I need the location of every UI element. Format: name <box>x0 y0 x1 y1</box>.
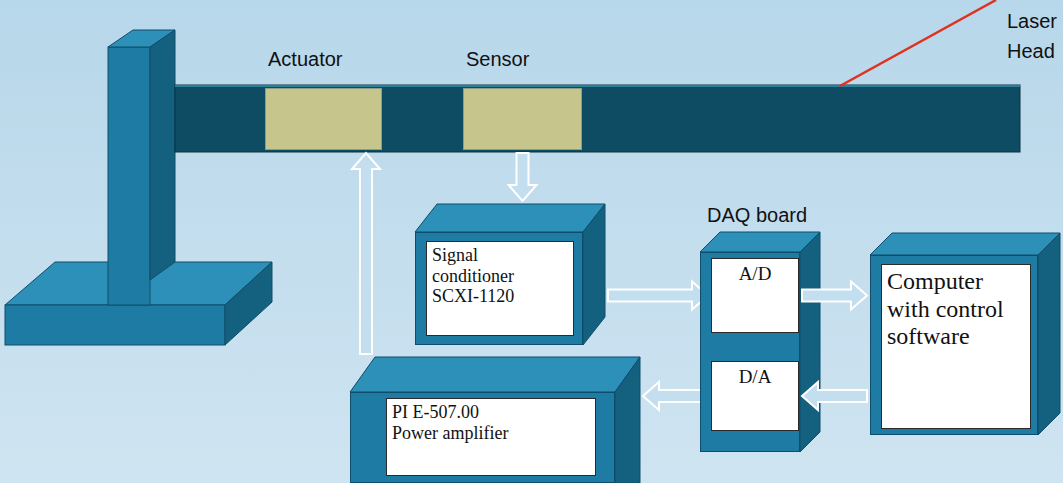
box-label: PI E-507.00 Power amplifier <box>392 402 517 443</box>
box-top-face <box>350 357 640 392</box>
signal-arrow <box>608 282 708 310</box>
signal-arrow <box>643 382 708 410</box>
box-side-face <box>800 232 820 452</box>
box-side-face <box>583 204 605 345</box>
actuator-patch: Actuator <box>265 88 382 150</box>
stand-base-front <box>5 305 225 345</box>
box-top-face <box>870 233 1060 255</box>
signal-arrow <box>802 382 867 410</box>
sensor-patch: Sensor <box>463 88 582 150</box>
converter-box: D/A <box>711 361 799 431</box>
laser-beam <box>840 0 996 86</box>
box-label: A/D <box>714 263 796 285</box>
box-top-face <box>415 204 605 232</box>
signal-arrow <box>352 153 380 354</box>
signal-conditioner-box: Signal conditioner SCXI-1120 <box>415 232 583 345</box>
signal-arrow <box>802 282 867 310</box>
box-side-face <box>615 357 640 483</box>
label-panel: Signal conditioner SCXI-1120 <box>426 241 574 336</box>
box-label: Computer with control software <box>887 268 1005 351</box>
signal-arrow <box>509 153 537 201</box>
box-side-face <box>1038 233 1060 435</box>
instrument-label: Laser Head <box>1007 6 1057 66</box>
daq-board-box: DAQ boardA/DD/A <box>700 252 800 452</box>
stand-column-side <box>150 30 175 280</box>
box-top-face <box>700 232 820 252</box>
beam <box>175 85 1020 152</box>
box-label: Signal conditioner SCXI-1120 <box>432 245 544 307</box>
box-label: D/A <box>714 366 796 388</box>
beam-edge <box>175 85 1020 87</box>
board-label: DAQ board <box>707 203 807 227</box>
stand-base-side <box>225 262 272 345</box>
label-panel: PI E-507.00 Power amplifier <box>386 398 596 476</box>
converter-box: A/D <box>711 258 799 333</box>
part-label: Sensor <box>466 47 529 71</box>
power-amplifier-box: PI E-507.00 Power amplifier <box>350 392 615 483</box>
label-panel: Computer with control software <box>881 264 1031 429</box>
computer-box: Computer with control software <box>870 255 1038 435</box>
stand-column-front <box>108 47 150 305</box>
part-label: Actuator <box>268 47 342 71</box>
